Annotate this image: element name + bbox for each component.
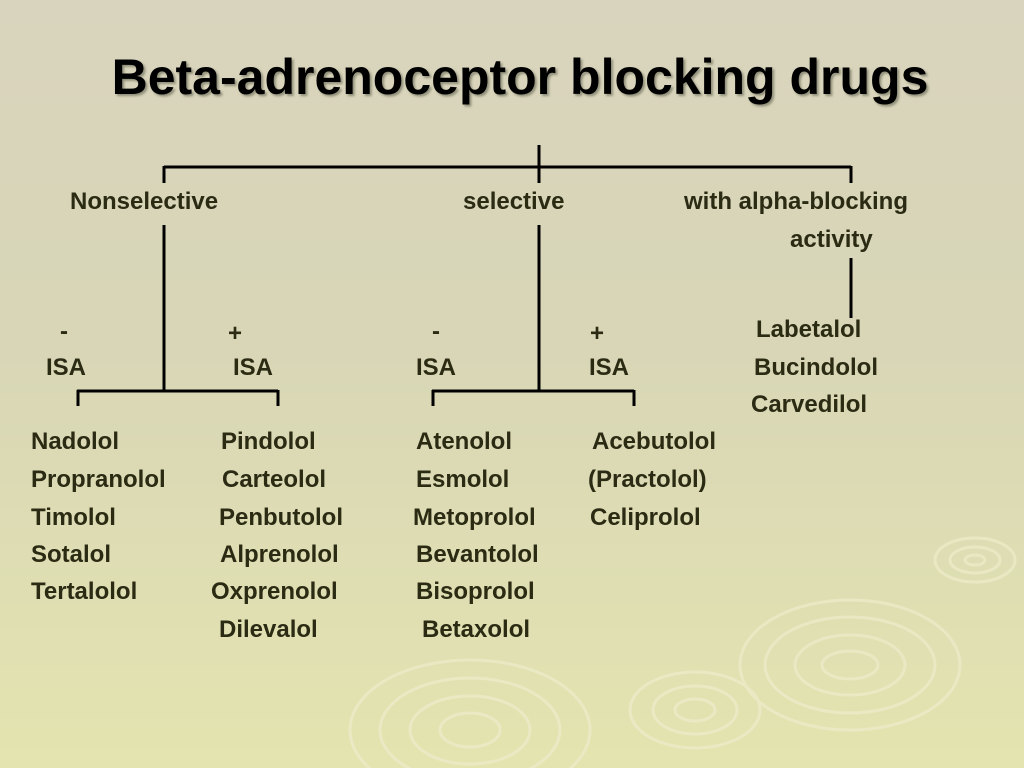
drug-item: Bevantolol (416, 541, 539, 568)
drug-item: Oxprenolol (211, 578, 338, 605)
drug-item: Carvedilol (751, 391, 868, 418)
drug-item: Bucindolol (754, 354, 878, 381)
drug-item: Atenolol (416, 428, 512, 455)
isa-label: ISA (589, 354, 630, 381)
drug-item: Labetalol (756, 316, 862, 343)
isa-label: ISA (416, 354, 457, 381)
drug-item: Esmolol (416, 466, 510, 493)
drug-item: Pindolol (221, 428, 316, 455)
drug-item: Betaxolol (422, 616, 531, 643)
isa-label: ISA (46, 354, 87, 381)
drug-item: Celiprolol (590, 504, 701, 531)
category-alpha-line2: activity (790, 226, 873, 253)
drug-item: Tertalolol (31, 578, 138, 605)
drug-item: Dilevalol (219, 616, 318, 643)
category-alpha-line1: with alpha-blocking (684, 188, 909, 215)
drug-item: Carteolol (222, 466, 327, 493)
category-nonselective: Nonselective (70, 188, 219, 215)
drug-item: Timolol (31, 504, 116, 531)
isa-sign: - (60, 318, 68, 345)
isa-sign: + (228, 320, 243, 347)
isa-sign: + (590, 320, 605, 347)
drug-item: Bisoprolol (416, 578, 535, 605)
page-title: Beta-adrenoceptor blocking drugs (111, 49, 929, 105)
drug-item: Metoprolol (413, 504, 536, 531)
drug-item: Propranolol (31, 466, 166, 493)
drug-item: Nadolol (31, 428, 119, 455)
category-selective: selective (463, 188, 565, 215)
isa-sign: - (432, 318, 440, 345)
drug-item: Penbutolol (219, 504, 343, 531)
isa-label: ISA (233, 354, 274, 381)
drug-item: Sotalol (31, 541, 112, 568)
drug-item: Acebutolol (592, 428, 716, 455)
drug-item: Alprenolol (220, 541, 339, 568)
drug-item: (Practolol) (588, 466, 707, 493)
